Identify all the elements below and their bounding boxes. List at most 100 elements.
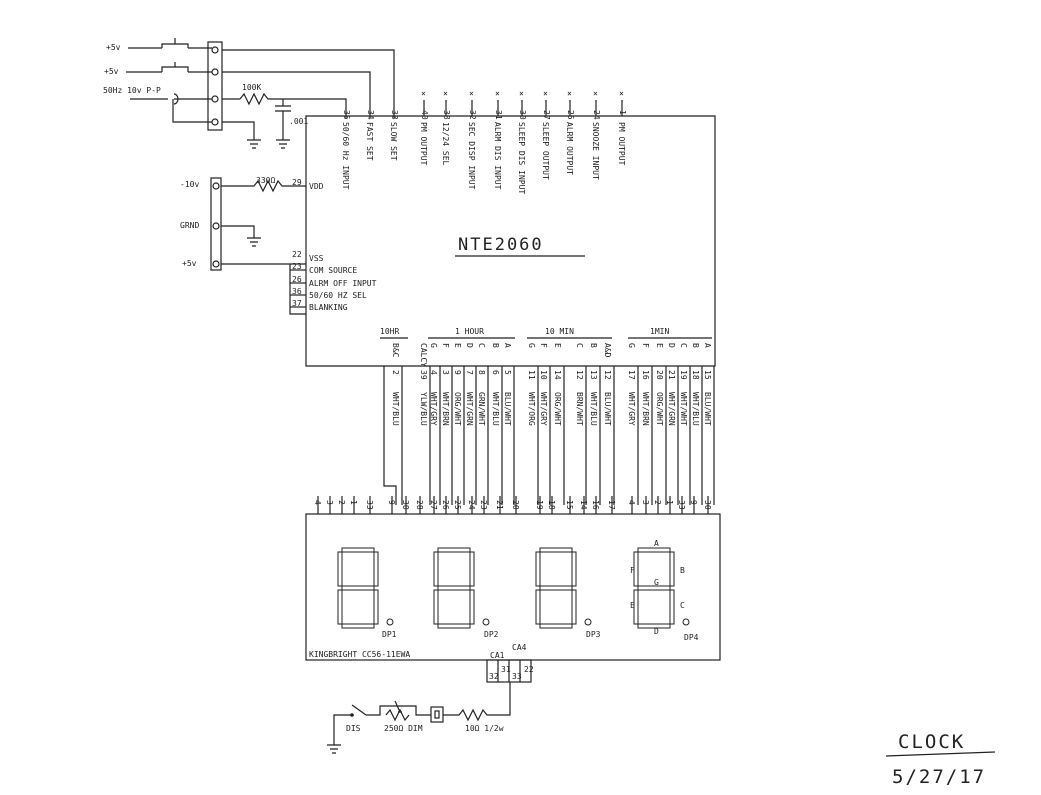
display-segment [437,585,471,591]
ic-bottom-pin-seg: A&D [603,343,612,358]
ic-bottom-pin-wire: ORG/WHT [655,392,664,426]
ic-bottom-pin-num: 14 [553,370,562,380]
display-segment [469,551,475,587]
pot-label: 250Ω DIM [384,724,423,733]
ic-bottom-pin-wire: WHT/ORG [527,392,536,426]
ic-top-pin-label: SLEEP OUTPUT [541,122,550,180]
ic-bottom-pin-num: 7 [465,370,474,375]
display-segment [341,585,375,591]
ac-return-wire [172,99,212,123]
ic-bottom-pin-wire: WHT/WHT [679,392,688,426]
ic-left-pin-num: 23 [292,262,302,271]
ic-top-pin-num: 1 [618,110,627,115]
ic-top-pin-num: 25 [566,110,575,120]
ic-bottom-pin-seg: B&C [391,343,400,358]
ic-top-pin-label: SLEEP DIS INPUT [517,122,526,194]
ground-symbol-supply [221,225,261,247]
ic-top-pin-nc-mark: × [421,89,426,98]
display-pin-num: 19 [535,500,544,510]
display-pin-num: 2 [653,500,662,505]
wire-slow-set [222,49,395,118]
ic-name: NTE2060 [458,235,544,255]
ic-bottom-pin-wire: GRN/WHT [477,392,486,426]
display-pin-num: 33 [365,500,374,510]
ic-top-pin-num: 40 [420,110,429,120]
seg-letter-c: C [680,601,685,610]
power-label-v1: +5v [106,43,121,52]
display-pin-num: 30 [703,500,712,510]
display-segment [373,589,379,625]
seg-letter-g: G [654,578,659,587]
supply-terminal-pos [212,260,220,268]
switch-contact [350,713,354,717]
capacitor-001 [275,99,291,140]
display-pin-num: 21 [495,500,504,510]
display-decimal-point [584,618,592,626]
display-segment [341,623,375,629]
ic-top-pin-nc-mark: × [543,89,548,98]
ic-left-pin-label: VDD [309,182,324,191]
display-pin-num: 17 [607,500,616,510]
ic-bottom-pin-num: 12 [603,370,612,380]
display-pin-num: 1 [665,500,674,505]
ic-bottom-pin-num: 39 [419,370,428,380]
display-decimal-point [482,618,490,626]
ic-bottom-pin-wire: ORG/WHT [553,392,562,426]
ic-left-pin-label: ALRM OFF INPUT [309,279,377,288]
display-pin-num: 20 [511,500,520,510]
seg-letter-f: F [630,566,635,575]
ic-bottom-pin-seg: B [589,343,598,348]
display-segment [337,551,343,587]
group-10hr: 10HR [380,327,399,336]
ic-top-pin-label: PM OUTPUT [419,122,428,166]
terminal-4 [211,118,219,126]
ic-left-pin-num: 36 [292,287,302,296]
display-segment [535,551,541,587]
ic-top-pin-num: 38 [442,110,451,120]
display-segment [633,589,639,625]
ic-bottom-pin-seg: D [465,343,474,348]
ac-label: 50Hz 10v P-P [103,86,161,95]
display-segment [571,589,577,625]
group-1min: 1MIN [650,327,669,336]
group-10min: 10 MIN [545,327,574,336]
ic-left-pin-num: 29 [292,178,302,187]
ic-top-pin-num: 34 [366,110,375,120]
terminal-3 [211,95,219,103]
ic-bottom-pin-wire: WHT/BRN [441,392,450,426]
ic-bottom-pin-num: 9 [453,370,462,375]
display-segment [669,589,675,625]
ic-bottom-pin-seg: C [575,343,584,348]
ic-top-pin-label: PM OUTPUT [617,122,626,166]
ca-pin-num-2: 31 [501,665,511,674]
pot-wire [366,705,431,716]
ic-bottom-pin-wire: WHT/BLU [589,392,598,426]
ic-bottom-pin-num: 18 [691,370,700,380]
ic-top-pin-num: 27 [542,110,551,120]
ic-top-pin-label: 50/60 Hz INPUT [341,122,350,190]
ic-top-pin-nc-mark: × [619,89,624,98]
ic-left-pin-label: COM SOURCE [309,266,357,275]
ic-top-pin-label: SEC DISP INPUT [467,122,476,190]
seg-letter-a: A [654,539,659,548]
ca-pin-num-3: 33 [512,672,522,681]
display-decimal-point [386,618,394,626]
display-segment [637,547,671,553]
display-decimal-point [682,618,690,626]
ic-left-pin-num: 37 [292,299,302,308]
display-segment [539,585,573,591]
switch-label: DIS [346,724,361,733]
ic-bottom-pin-seg: F [641,343,650,348]
ic-top-pin-num: 31 [494,110,503,120]
ic-bottom-pin-seg: A [503,343,512,348]
ic-top-pin-label: 12/24 SEL [441,122,450,166]
r3-label: 10Ω 1/2w [465,724,504,733]
display-pin-num: 27 [429,500,438,510]
ic-bottom-pin-seg: A [703,343,712,348]
ic-bottom-pin-seg: C [679,343,688,348]
display-segment [433,551,439,587]
display-pin-num: 14 [579,500,588,510]
